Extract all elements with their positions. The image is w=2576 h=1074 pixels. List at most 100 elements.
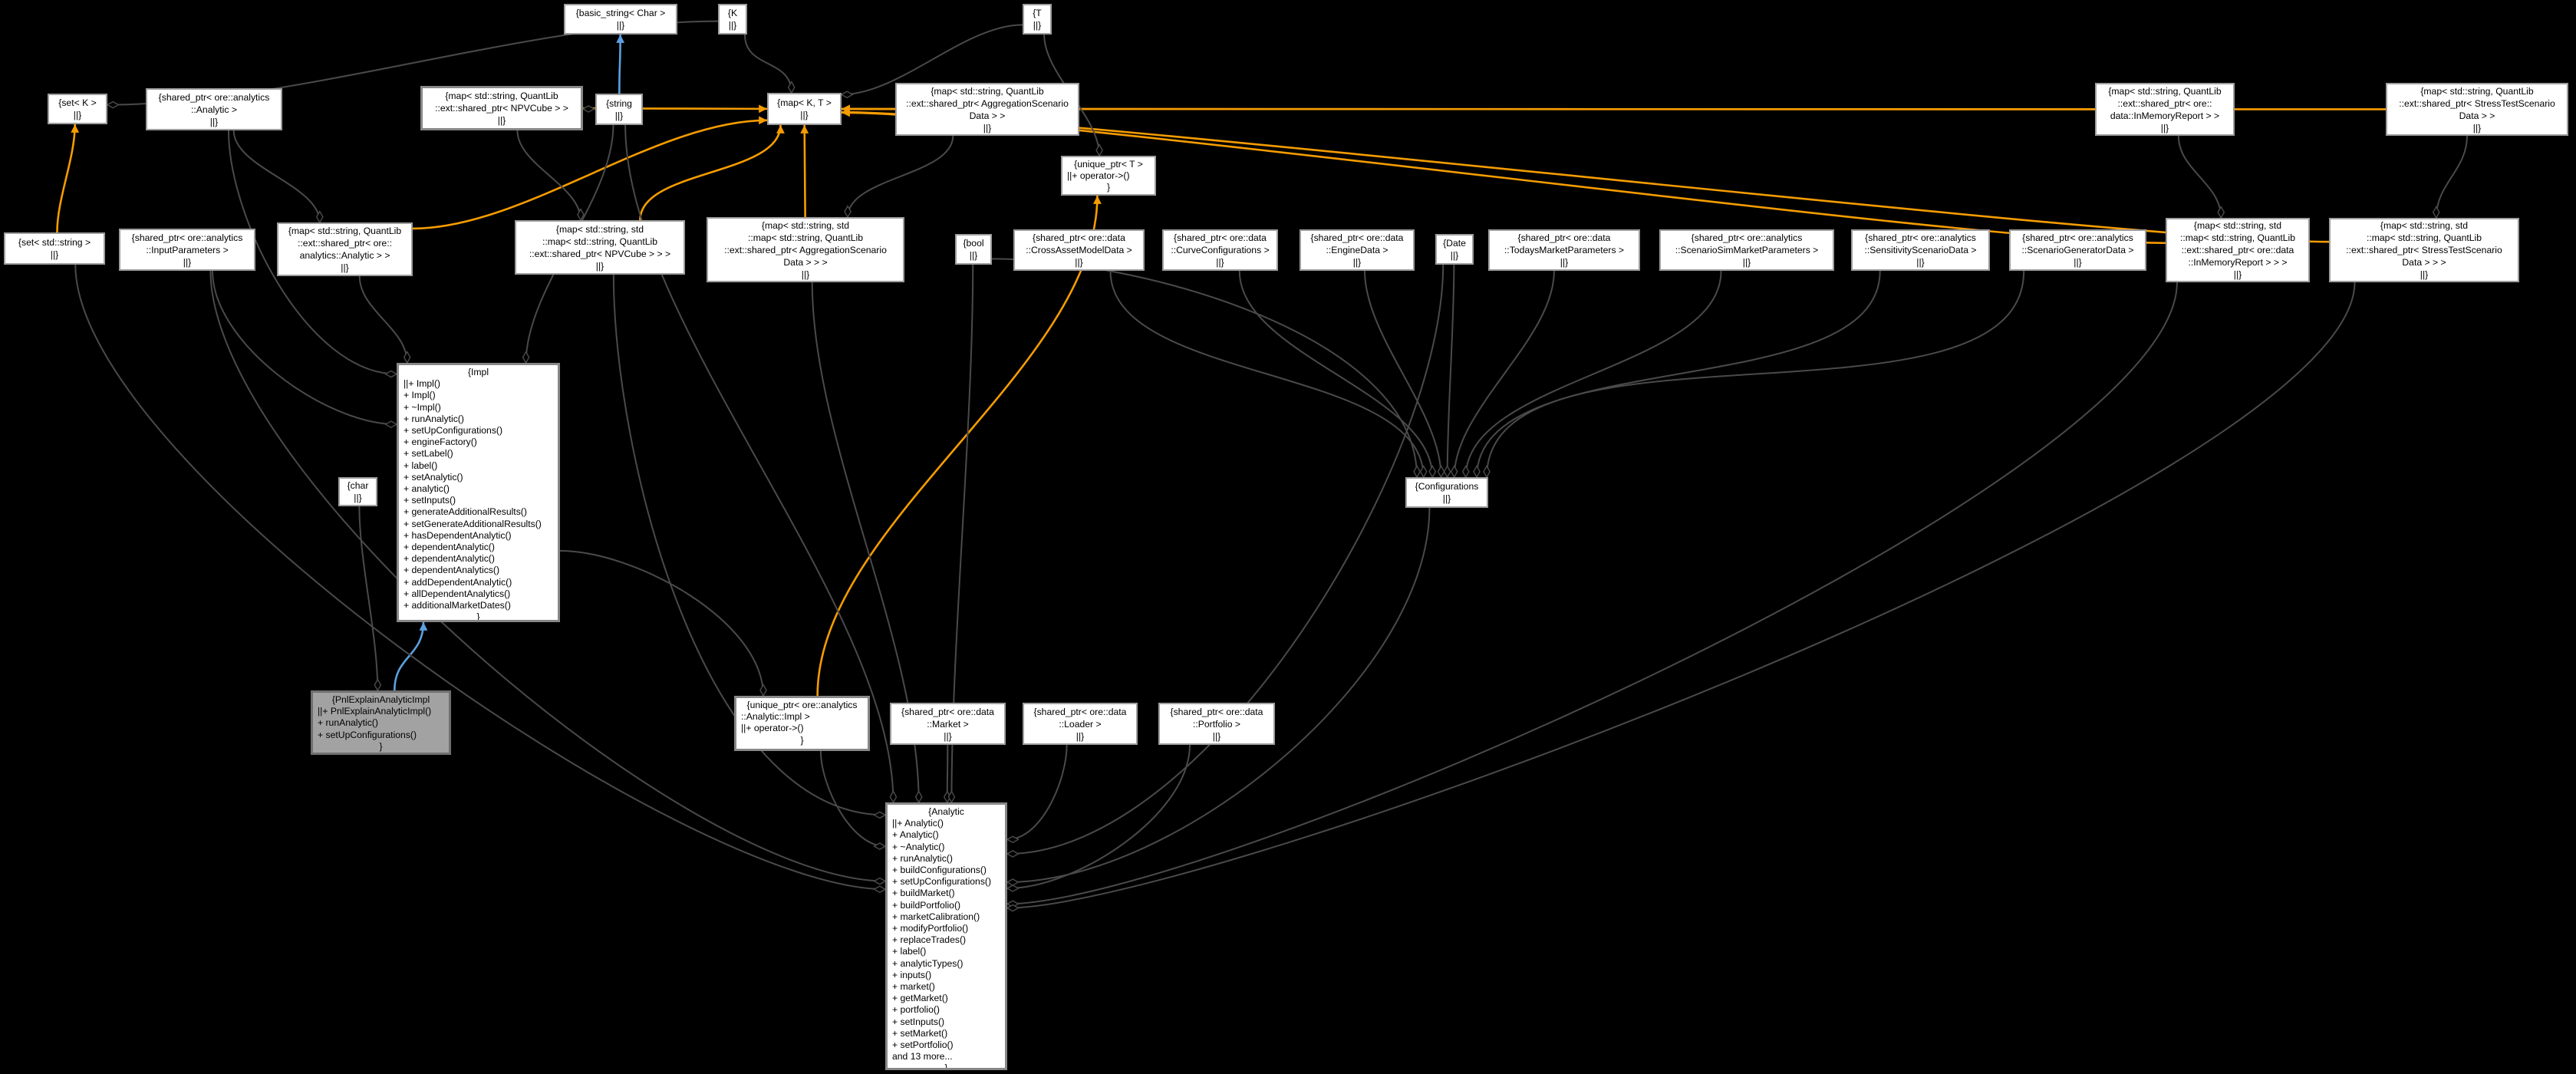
node-set_K[interactable]: {set< K >||} — [48, 94, 107, 124]
node-label-line: } — [379, 740, 383, 752]
node-map_npvcube[interactable]: {map< std::string, QuantLib::ext::shared… — [420, 86, 583, 130]
node-bool[interactable]: {bool||} — [955, 234, 992, 265]
node-label-line: {shared_ptr< ore::data — [1310, 232, 1404, 243]
node-sp_market[interactable]: {shared_ptr< ore::data::Market >||} — [890, 703, 1006, 745]
node-map_KT[interactable]: {map< K, T >||} — [767, 93, 842, 125]
node-label-line: + label() — [404, 460, 438, 471]
node-label-line: ||} — [497, 115, 506, 126]
node-sp_analytic[interactable]: {shared_ptr< ore::analytics::Analytic >|… — [146, 88, 282, 130]
node-sp_engine[interactable]: {shared_ptr< ore::data::EngineData >||} — [1300, 229, 1415, 271]
node-label-line: ::ext::shared_ptr< NPVCube > > > — [529, 248, 671, 259]
node-label-line: {shared_ptr< ore::data — [1033, 706, 1127, 717]
node-label-line: + additionalMarketDates() — [404, 600, 511, 611]
node-pnl[interactable]: {PnlExplainAnalyticImpl||+ PnlExplainAna… — [311, 690, 451, 755]
node-map_inmem_mm[interactable]: {map< std::string, std::map< std::string… — [2166, 218, 2310, 282]
node-label-line: + analytic() — [404, 483, 450, 495]
node-label-line: ||+ Analytic() — [892, 818, 944, 829]
node-label-line: + buildPortfolio() — [892, 899, 961, 911]
node-label-line: {K — [727, 8, 738, 18]
node-K[interactable]: {K||} — [718, 4, 747, 35]
node-label-line: ::CurveConfigurations > — [1171, 245, 1270, 255]
edge-sp_portfolio-to-analytic — [1006, 744, 1191, 892]
node-label-line: {map< std::string, QuantLib — [288, 226, 402, 236]
node-label-line: {map< std::string, QuantLib — [931, 85, 1044, 97]
node-sp_curve[interactable]: {shared_ptr< ore::data::CurveConfigurati… — [1162, 229, 1278, 271]
node-map_analytic[interactable]: {map< std::string, QuantLib::ext::shared… — [277, 222, 413, 276]
node-map_aggdata_mm[interactable]: {map< std::string, std::map< std::string… — [707, 217, 904, 282]
node-basic_string[interactable]: {basic_string< Char >||} — [564, 4, 677, 35]
node-char[interactable]: {char||} — [338, 477, 377, 506]
node-uq_T[interactable]: {unique_ptr< T >||+ operator->()} — [1061, 156, 1156, 196]
node-string[interactable]: {string||} — [595, 94, 643, 125]
edge-sp_cam-to-configurations — [1109, 270, 1428, 479]
node-label-line: ::ext::shared_ptr< StressTestScenario — [2399, 97, 2555, 109]
node-label-line: {map< std::string, std — [2193, 220, 2282, 231]
node-label-line: {map< std::string, QuantLib — [2108, 85, 2222, 97]
node-label-line: + setAnalytic() — [404, 471, 463, 483]
node-label-line: } — [1106, 182, 1111, 193]
node-label-line: + dependentAnalytics() — [404, 565, 499, 576]
node-label-line: ::ext::shared_ptr< ore:: — [2117, 97, 2212, 109]
node-analytic[interactable]: {Analytic||+ Analytic()+ Analytic()+ ~An… — [885, 802, 1007, 1070]
node-label-line: ||} — [2420, 269, 2429, 280]
node-label-line: {map< std::string, std — [761, 219, 850, 231]
edge-sp_ssmp-to-configurations — [1461, 270, 1722, 479]
node-sp_sgd[interactable]: {shared_ptr< ore::analytics::ScenarioGen… — [2009, 229, 2146, 271]
node-label-line: {shared_ptr< ore::data — [1170, 706, 1263, 717]
edge-sp_sgd-to-configurations — [1483, 270, 2025, 479]
node-label-line: + modifyPortfolio() — [892, 923, 969, 934]
edge-map_inmem-to-map_inmem_mm — [2177, 135, 2225, 219]
node-map_inmem[interactable]: {map< std::string, QuantLib::ext::shared… — [2095, 83, 2235, 136]
node-label-line: ::InMemoryReport > > > — [2188, 257, 2288, 268]
node-map_npvcube_mm[interactable]: {map< std::string, std::map< std::string… — [515, 220, 685, 275]
edge-map_stress_mm-to-analytic — [1006, 282, 2356, 912]
node-label-line: + addDependentAnalytic() — [404, 576, 512, 588]
node-uq_impl[interactable]: {unique_ptr< ore::analytics::Analytic::I… — [734, 696, 870, 751]
node-label-line: {map< std::string, QuantLib — [445, 91, 558, 101]
edge-sp_ssd-to-configurations — [1473, 270, 1881, 479]
node-T[interactable]: {T||} — [1023, 4, 1052, 35]
edge-sp_loader-to-analytic — [1006, 744, 1068, 844]
node-set_str[interactable]: {set< std::string >||} — [4, 232, 105, 265]
edge-set_str-to-set_K — [56, 124, 80, 233]
node-map_stress_mm[interactable]: {map< std::string, std::map< std::string… — [2329, 218, 2519, 282]
node-sp_inputparams[interactable]: {shared_ptr< ore::analytics::InputParame… — [119, 229, 255, 271]
node-label-line: ::ScenarioSimMarketParameters > — [1675, 245, 1819, 255]
node-label-line: + setGenerateAdditionalResults() — [404, 518, 542, 529]
edge-map_inmem_mm-to-analytic — [1006, 282, 2178, 908]
node-label-line: ::ext::shared_ptr< ore::data — [2181, 245, 2294, 255]
node-label-line: ::ScenarioGeneratorData > — [2021, 245, 2134, 255]
node-map_stress[interactable]: {map< std::string, QuantLib::ext::shared… — [2386, 83, 2568, 136]
node-sp_portfolio[interactable]: {shared_ptr< ore::data::Portfolio >||} — [1158, 703, 1275, 745]
node-label-line: {string — [606, 97, 632, 109]
node-date[interactable]: {Date||} — [1435, 234, 1474, 265]
node-sp_ssd[interactable]: {shared_ptr< ore::analytics::Sensitivity… — [1851, 229, 1990, 271]
node-label-line: {basic_string< Char > — [575, 8, 666, 18]
node-label-line: ||} — [1212, 730, 1221, 742]
node-impl[interactable]: {Impl||+ Impl()+ Impl()+ ~Impl()+ runAna… — [397, 363, 560, 622]
edge-sp_market-to-analytic — [943, 744, 951, 804]
edge-uq_impl-to-analytic — [819, 750, 887, 851]
node-label-line: {T — [1033, 8, 1042, 18]
node-label-line: + runAnalytic() — [404, 413, 464, 424]
node-label-line: ||} — [209, 116, 219, 127]
node-label-line: ||} — [969, 250, 978, 261]
node-label-line: + engineFactory() — [404, 437, 477, 448]
node-configurations[interactable]: {Configurations||} — [1405, 477, 1488, 508]
node-map_aggdata[interactable]: {map< std::string, QuantLib::ext::shared… — [895, 83, 1079, 136]
node-sp_cam[interactable]: {shared_ptr< ore::data::CrossAssetModelD… — [1013, 229, 1145, 271]
node-sp_ssmp[interactable]: {shared_ptr< ore::analytics::ScenarioSim… — [1659, 229, 1834, 271]
node-sp_loader[interactable]: {shared_ptr< ore::data::Loader >||} — [1023, 703, 1138, 745]
node-label-line: {set< std::string > — [18, 237, 91, 248]
node-label-line: {shared_ptr< ore::analytics — [1691, 232, 1803, 243]
edge-date-to-analytic — [1006, 264, 1444, 858]
node-label-line: {map< std::string, std — [555, 223, 644, 235]
node-label-line: ||} — [614, 110, 624, 121]
node-label-line: ||} — [1742, 257, 1751, 268]
node-sp_tmp[interactable]: {shared_ptr< ore::data::TodaysMarketPara… — [1488, 229, 1640, 271]
node-label-line: data::InMemoryReport > > — [2110, 110, 2220, 121]
node-label-line: + setUpConfigurations() — [404, 425, 503, 437]
node-label-line: ::Market > — [927, 718, 969, 730]
node-label-line: {shared_ptr< ore::analytics — [2022, 232, 2133, 243]
node-label-line: {map< std::string, QuantLib — [2420, 85, 2534, 97]
